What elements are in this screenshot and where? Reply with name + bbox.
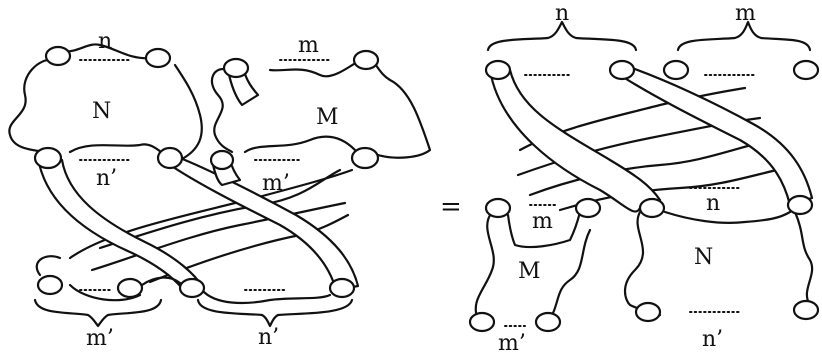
- left-disc-mid-1: [33, 146, 63, 170]
- left-label-box-m: M: [316, 105, 339, 130]
- right-disc-bot-4: [792, 299, 820, 321]
- left-disc-bot-2: [116, 277, 144, 299]
- right-label-top-n: n: [555, 1, 569, 26]
- right-disc-mid-3: [638, 197, 666, 219]
- right-disc-bot-1: [468, 311, 496, 333]
- right-disc-mid-2: [574, 197, 602, 219]
- left-label-top-m: m: [298, 33, 319, 58]
- left-brace-bottom-m: [33, 298, 163, 328]
- right-disc-mid-4: [786, 194, 814, 216]
- right-disc-mid-1: [484, 197, 512, 219]
- left-brace-bottom-n: [196, 298, 354, 328]
- right-coupon-m: [474, 210, 592, 324]
- left-disc-top-4: [352, 49, 380, 71]
- left-disc-mid-2: [156, 146, 184, 170]
- left-tube-4: [226, 68, 260, 107]
- right-label-inner-m: m: [532, 209, 553, 234]
- left-disc-top-3: [222, 57, 250, 79]
- right-disc-top-1: [484, 59, 512, 81]
- right-label-box-m: M: [518, 259, 541, 284]
- left-disc-mid-3: [209, 149, 235, 171]
- left-label-bot-m: m’: [86, 326, 114, 351]
- left-disc-bot-1: [36, 274, 64, 296]
- right-brace-top-m: [676, 20, 812, 52]
- right-label-bot-n: n’: [702, 327, 723, 352]
- left-label-mid-m: m’: [262, 171, 290, 196]
- left-cable-strand-3: [90, 201, 347, 272]
- left-coupon-n: [8, 43, 203, 162]
- left-tube-2: [158, 156, 360, 292]
- left-disc-bot-3: [178, 277, 206, 299]
- left-disc-bot-4: [328, 277, 356, 299]
- right-label-bot-m: m’: [498, 331, 526, 353]
- right-disc-top-2: [608, 59, 636, 81]
- right-disc-bot-3: [634, 301, 662, 323]
- left-disc-top-2: [144, 47, 172, 69]
- left-bottom-boundary: [35, 255, 332, 305]
- left-label-bot-n: n’: [258, 325, 279, 350]
- right-coupon-n: [623, 210, 814, 317]
- right-disc-bot-2: [534, 311, 562, 333]
- left-diagram: n m N M n’ m’ m’ n’: [8, 29, 432, 351]
- right-label-inner-n: n: [706, 191, 720, 216]
- left-disc-top-1: [44, 45, 72, 67]
- left-coupon-m: [210, 56, 432, 159]
- left-label-top-n: n: [98, 29, 112, 54]
- left-label-mid-n: n’: [96, 166, 117, 191]
- right-disc-top-4: [792, 59, 820, 81]
- right-label-box-n: N: [694, 245, 713, 270]
- right-cable-strand-3: [528, 138, 772, 197]
- left-label-box-n: N: [92, 99, 111, 124]
- equals-sign: =: [440, 192, 462, 222]
- right-disc-top-3: [662, 59, 690, 81]
- left-disc-mid-4: [350, 146, 380, 170]
- right-label-top-m: m: [735, 1, 756, 26]
- right-diagram: n m m n M N m’ n’: [468, 1, 820, 353]
- right-brace-top-n: [486, 20, 638, 52]
